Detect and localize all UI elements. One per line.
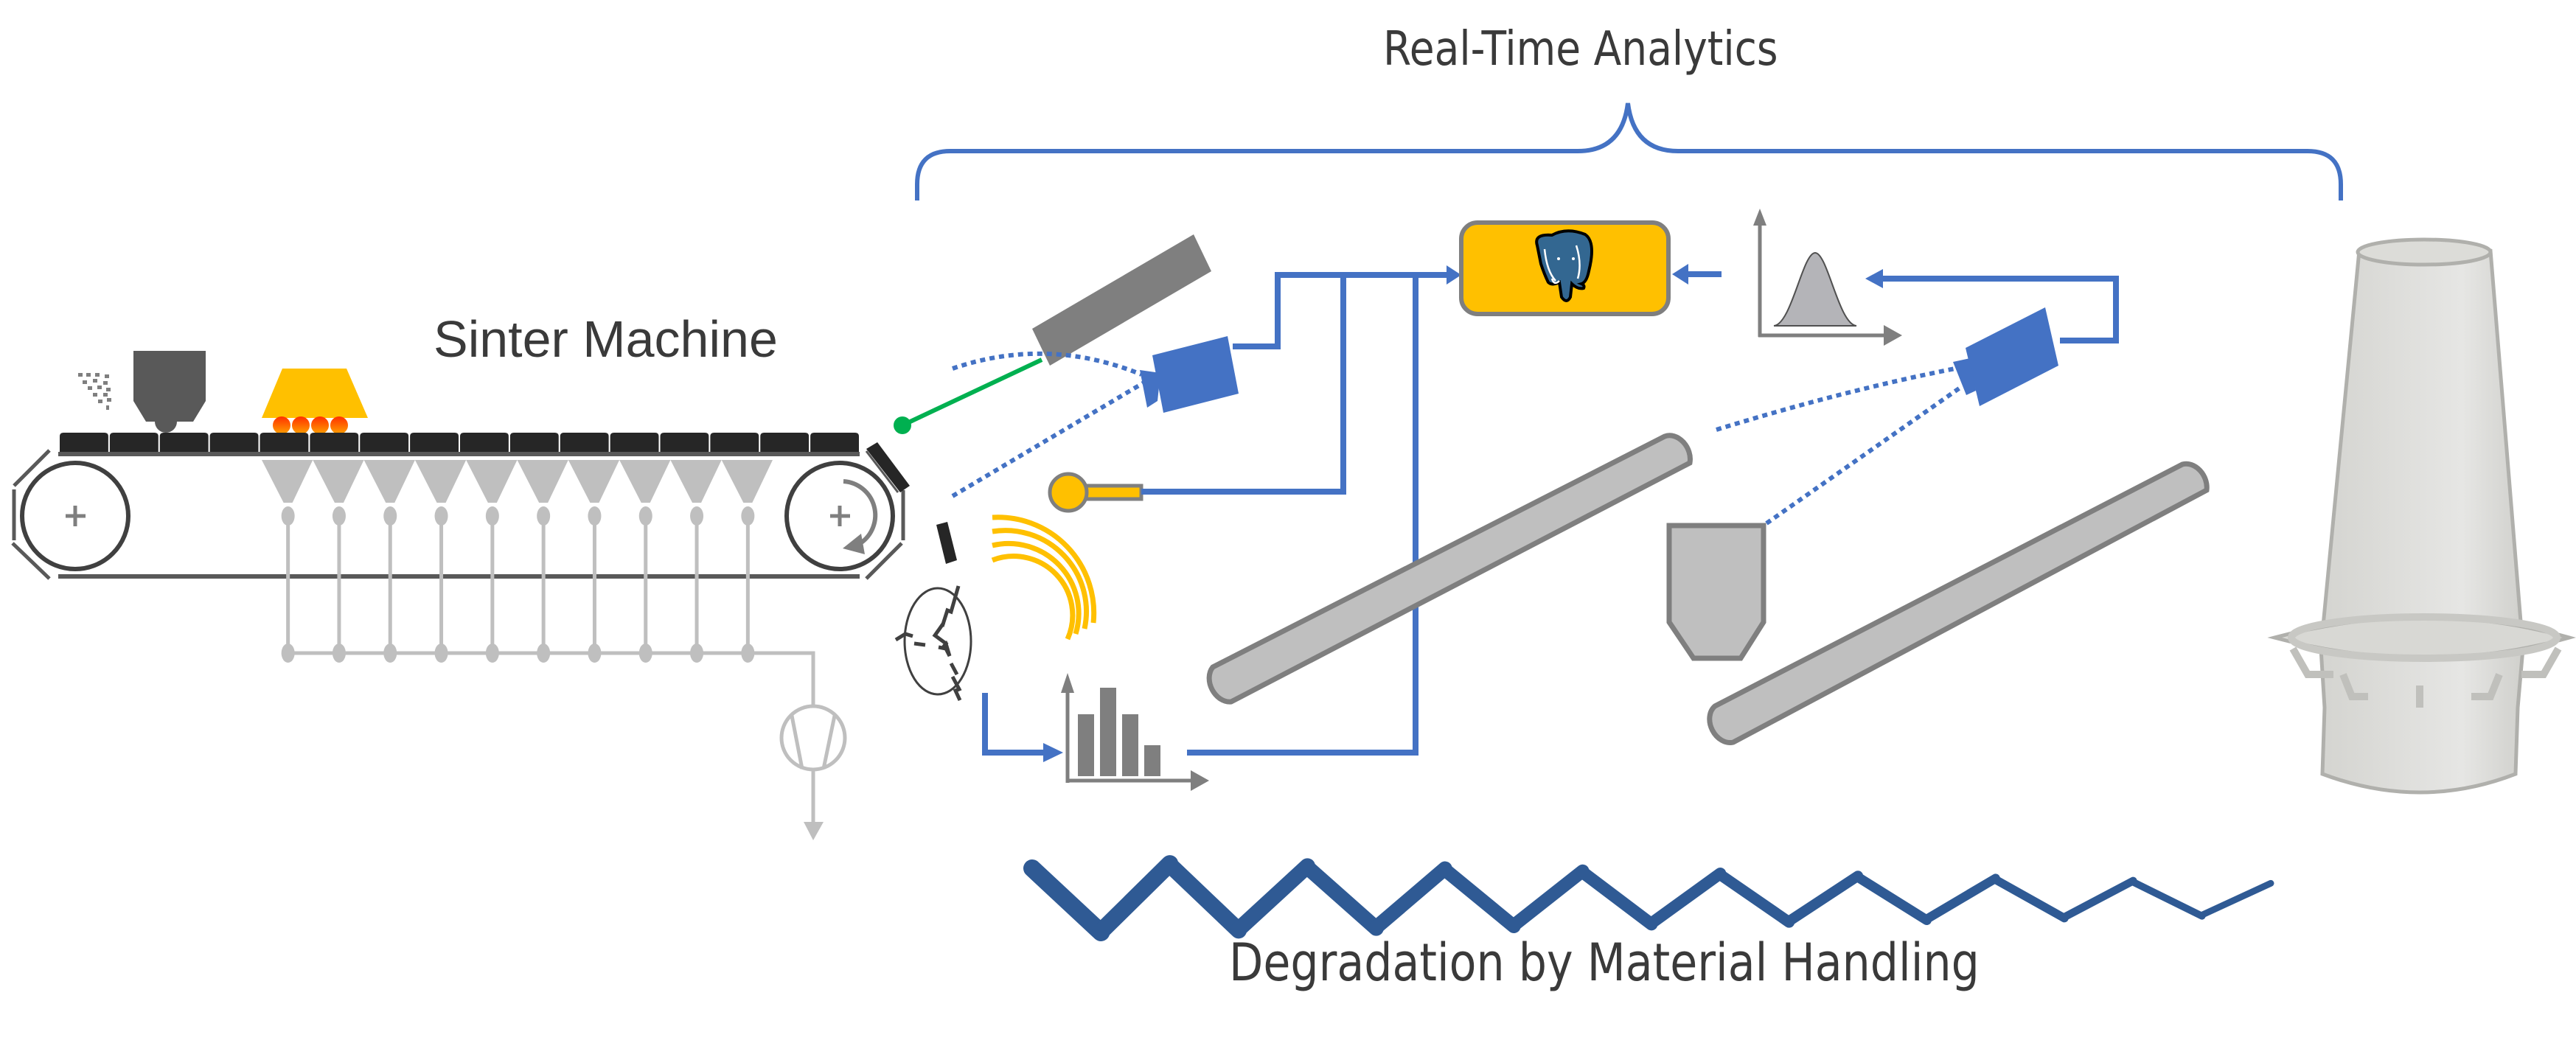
wind-box bbox=[619, 460, 671, 503]
conveyor-belt-1 bbox=[1206, 433, 1693, 705]
ignition-flames bbox=[273, 416, 348, 434]
flame bbox=[292, 416, 310, 434]
pallet bbox=[560, 433, 609, 452]
zigzag-segment bbox=[1438, 862, 1521, 933]
pallet bbox=[760, 433, 810, 452]
arrow-into-db-right bbox=[1672, 264, 1688, 285]
wind-box bbox=[466, 460, 518, 503]
thermocouple bbox=[1048, 472, 1143, 513]
pallet-strand bbox=[60, 433, 859, 452]
pallet bbox=[159, 433, 209, 452]
pallet bbox=[509, 433, 559, 452]
discharge-pallet bbox=[866, 442, 910, 492]
zigzag-segment bbox=[1161, 857, 1247, 939]
wind-box bbox=[517, 460, 568, 503]
feed-hopper bbox=[133, 351, 206, 433]
sinter-machine bbox=[11, 351, 957, 840]
flame bbox=[311, 416, 329, 434]
pallet bbox=[109, 433, 159, 452]
database-node bbox=[1459, 220, 1671, 316]
pallet bbox=[660, 433, 709, 452]
data-connections bbox=[982, 271, 2119, 756]
real-time-analytics-label: Real-Time Analytics bbox=[1383, 22, 1778, 77]
blast-furnace-icon bbox=[2267, 237, 2576, 795]
flame bbox=[330, 416, 348, 434]
pallet bbox=[710, 433, 759, 452]
zigzag-segment bbox=[1023, 859, 1110, 941]
conveyor-belt-2 bbox=[1707, 461, 2210, 745]
zigzag-segment bbox=[1230, 858, 1316, 938]
camera-stockpile bbox=[1716, 307, 2058, 526]
postgresql-elephant-icon bbox=[1535, 229, 1593, 302]
pallet bbox=[60, 433, 108, 452]
zigzag-segment bbox=[1783, 871, 1864, 927]
rotation-arrow-icon bbox=[843, 534, 865, 554]
material-handling bbox=[1206, 433, 2210, 745]
lower-track bbox=[58, 574, 860, 579]
arrow-into-db-left bbox=[1447, 265, 1461, 285]
ignition-hood bbox=[262, 369, 368, 418]
zigzag-segment bbox=[2060, 876, 2137, 921]
zigzag-segment bbox=[1300, 859, 1384, 936]
pallet bbox=[460, 433, 509, 452]
zigzag-segment bbox=[2129, 878, 2206, 920]
sound-wave-icon bbox=[991, 514, 1097, 641]
histogram-bar bbox=[1144, 745, 1160, 776]
wind-boxes bbox=[262, 460, 773, 663]
laser-scanner-icon bbox=[1032, 234, 1211, 366]
zigzag-segment bbox=[1646, 868, 1727, 929]
zigzag-segment bbox=[1092, 855, 1179, 941]
breaking-particle-icon bbox=[894, 585, 972, 702]
pallet bbox=[360, 433, 409, 452]
pallet bbox=[310, 433, 359, 452]
zigzag-segment bbox=[1991, 875, 2069, 923]
drive-wheel-right bbox=[784, 442, 910, 580]
pallet bbox=[260, 433, 309, 452]
pallet bbox=[410, 433, 459, 452]
upper-track bbox=[58, 452, 860, 456]
zigzag-segment bbox=[1368, 861, 1452, 935]
arrow-into-histogram bbox=[1043, 743, 1063, 762]
wind-box bbox=[363, 460, 415, 503]
camera-icon bbox=[1966, 307, 2058, 406]
zigzag-segment bbox=[1714, 869, 1795, 928]
camera-icon bbox=[1152, 336, 1239, 413]
zigzag-segment bbox=[1853, 872, 1932, 926]
pallet bbox=[209, 433, 259, 452]
flame bbox=[273, 416, 290, 434]
zigzag-segment bbox=[1576, 865, 1658, 931]
wind-box bbox=[262, 460, 313, 503]
pallet bbox=[810, 433, 859, 452]
wind-box bbox=[670, 460, 722, 503]
laser-beam bbox=[901, 357, 1043, 428]
zigzag-segment bbox=[1507, 864, 1590, 932]
histogram-bars bbox=[1078, 688, 1160, 776]
histogram-chart-icon bbox=[1061, 673, 1209, 791]
degradation-label: Degradation by Material Handling bbox=[1229, 932, 1980, 993]
zigzag-segment bbox=[2199, 879, 2274, 918]
camera-sinter bbox=[951, 336, 1239, 498]
sinter-machine-label: Sinter Machine bbox=[434, 310, 778, 368]
exhaust-fan-icon bbox=[739, 651, 847, 840]
drive-wheel-left bbox=[11, 449, 130, 580]
bell-curve-chart-icon bbox=[1753, 209, 1902, 346]
crusher-plate bbox=[936, 522, 957, 564]
analytics-brace bbox=[915, 102, 2343, 200]
wind-box bbox=[414, 460, 467, 503]
wind-box bbox=[721, 460, 773, 503]
wind-box bbox=[313, 460, 364, 503]
temperature-probe-icon bbox=[1083, 484, 1143, 501]
raw-material-particles bbox=[78, 373, 111, 410]
histogram-bar bbox=[1100, 688, 1116, 776]
histogram-bar bbox=[1122, 714, 1138, 776]
arrow-into-distribution bbox=[1865, 269, 1883, 288]
wind-box bbox=[568, 460, 620, 503]
storage-silo bbox=[1666, 523, 1766, 661]
laser-scanner bbox=[894, 234, 1211, 434]
zigzag-segment bbox=[1922, 873, 2000, 924]
pallet bbox=[610, 433, 659, 452]
histogram-bar bbox=[1078, 714, 1094, 776]
